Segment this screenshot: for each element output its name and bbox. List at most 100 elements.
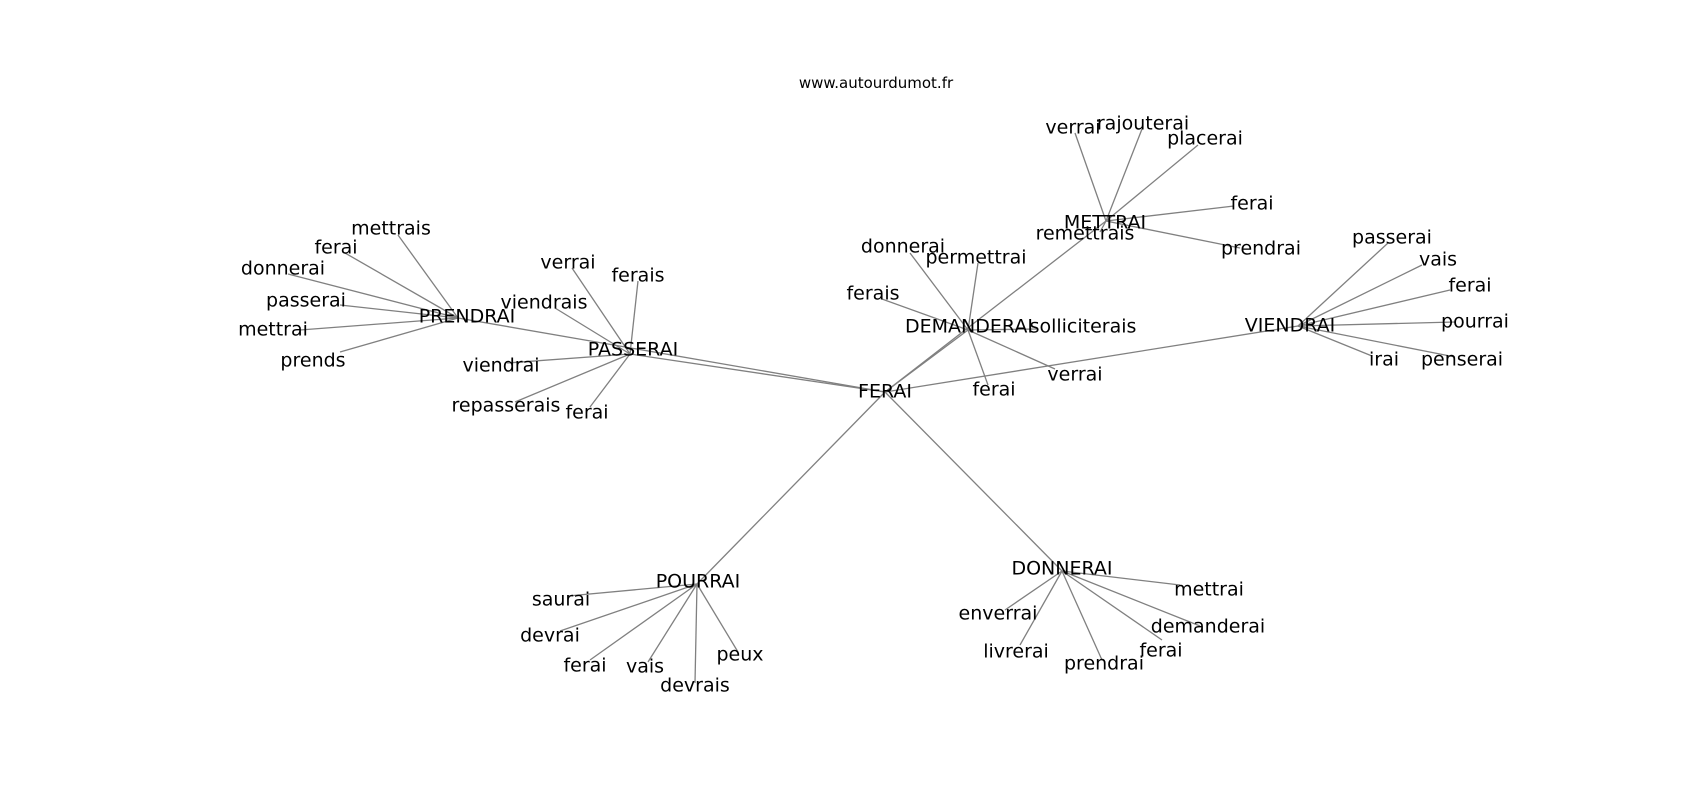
node-leaf-passerai-verrai[interactable]: verrai [540, 252, 595, 274]
edge-donnerai-mettrai [1061, 570, 1181, 586]
edge-donnerai-ferai [1061, 570, 1163, 641]
edge-viendrai-penserai [1297, 325, 1456, 358]
node-hub-mettrai[interactable]: METTRAI [1064, 212, 1146, 234]
edge-prendrai-mettrai [299, 317, 459, 331]
node-leaf-donnerai-ferai[interactable]: ferai [1139, 640, 1182, 662]
node-leaf-mettrai-placerai[interactable]: placerai [1167, 128, 1243, 150]
node-hub-pourrai[interactable]: POURRAI [656, 571, 741, 593]
node-hub-donnerai[interactable]: DONNERAI [1011, 558, 1112, 580]
node-hub-prendrai[interactable]: PRENDRAI [419, 306, 516, 328]
node-leaf-pourrai-vais[interactable]: vais [626, 656, 664, 678]
node-leaf-pourrai-saurai[interactable]: saurai [532, 589, 590, 611]
node-leaf-donnerai-demanderai[interactable]: demanderai [1151, 616, 1265, 638]
node-leaf-prendrai-passerai[interactable]: passerai [266, 290, 346, 312]
node-leaf-mettrai-prendrai[interactable]: prendrai [1221, 238, 1301, 260]
edge-mettrai-rajouterai [1105, 128, 1143, 222]
node-leaf-donnerai-enverrai[interactable]: enverrai [959, 603, 1038, 625]
node-leaf-viendrai-vais[interactable]: vais [1419, 249, 1457, 271]
edge-donnerai-demanderai [1061, 570, 1201, 627]
node-leaf-demanderai-ferai[interactable]: ferai [972, 379, 1015, 401]
edge-mettrai-placerai [1105, 144, 1199, 222]
graph-edges [287, 128, 1456, 684]
node-leaf-prendrai-donnerai[interactable]: donnerai [241, 258, 325, 280]
edge-ferai-passerai [629, 353, 886, 393]
edge-prendrai-passerai [339, 304, 459, 319]
node-leaf-prendrai-mettrai[interactable]: mettrai [238, 319, 308, 341]
edge-demanderai-ferais [881, 298, 969, 331]
edge-mettrai-remettrais [1099, 220, 1107, 233]
edge-mettrai-ferai [1105, 205, 1235, 222]
node-hub-demanderai[interactable]: DEMANDERAI [905, 316, 1033, 338]
node-leaf-demanderai-ferais[interactable]: ferais [846, 283, 899, 305]
edge-pourrai-ferai [589, 583, 698, 661]
edge-ferai-mettrai [884, 220, 1107, 393]
edge-prendrai-prends [339, 317, 459, 353]
edge-passerai-viendrais [554, 307, 631, 355]
node-leaf-pourrai-devrais[interactable]: devrais [660, 675, 730, 697]
node-hub-viendrai[interactable]: VIENDRAI [1245, 315, 1335, 337]
node-leaf-pourrai-peux[interactable]: peux [716, 644, 763, 666]
edge-ferai-viendrai [884, 325, 1299, 393]
edge-viendrai-ferai [1297, 289, 1451, 327]
edge-ferai-pourrai [696, 391, 886, 585]
edge-donnerai-prendrai [1061, 570, 1103, 661]
edge-demanderai-permettrai [967, 262, 979, 331]
node-leaf-passerai-repasserais[interactable]: repasserais [452, 395, 561, 417]
node-leaf-mettrai-rajouterai[interactable]: rajouterai [1097, 113, 1189, 135]
edge-demanderai-donnerai [909, 252, 969, 331]
node-leaf-mettrai-verrai[interactable]: verrai [1045, 117, 1100, 139]
edge-pourrai-devrai [559, 583, 698, 632]
node-leaf-prendrai-ferai[interactable]: ferai [314, 237, 357, 259]
edge-passerai-repasserais [514, 353, 631, 403]
edge-pourrai-vais [647, 583, 698, 663]
site-title[interactable]: www.autourdumot.fr [799, 74, 954, 92]
node-leaf-demanderai-donnerai[interactable]: donnerai [861, 236, 945, 258]
edge-prendrai-donnerai [287, 273, 459, 319]
edge-ferai-prendrai [457, 317, 886, 393]
node-leaf-viendrai-pourrai[interactable]: pourrai [1441, 311, 1509, 333]
node-leaf-viendrai-ferai[interactable]: ferai [1448, 275, 1491, 297]
edge-passerai-verrai [571, 267, 631, 355]
edge-viendrai-passerai [1297, 242, 1389, 327]
node-leaf-donnerai-prendrai[interactable]: prendrai [1064, 653, 1144, 675]
node-leaf-mettrai-remettrais[interactable]: remettrais [1036, 223, 1135, 245]
node-leaf-demanderai-verrai[interactable]: verrai [1047, 364, 1102, 386]
node-leaf-passerai-ferais[interactable]: ferais [611, 265, 664, 287]
node-leaf-viendrai-irai[interactable]: irai [1369, 349, 1399, 371]
edge-pourrai-saurai [567, 583, 698, 597]
edge-donnerai-enverrai [1004, 570, 1063, 611]
edge-pourrai-peux [696, 583, 739, 653]
edge-ferai-donnerai [884, 391, 1063, 572]
node-leaf-mettrai-ferai[interactable]: ferai [1230, 193, 1273, 215]
edge-mettrai-verrai [1074, 132, 1107, 222]
graph-labels: FERAIPRENDRAImettraisferaidonneraipasser… [238, 113, 1509, 697]
node-leaf-viendrai-passerai[interactable]: passerai [1352, 227, 1432, 249]
edge-viendrai-vais [1297, 264, 1423, 327]
edge-viendrai-irai [1297, 325, 1373, 357]
edge-mettrai-prendrai [1105, 220, 1241, 249]
node-leaf-pourrai-ferai[interactable]: ferai [563, 655, 606, 677]
edge-passerai-ferais [629, 280, 639, 355]
edge-prendrai-mettrais [397, 234, 459, 319]
node-leaf-viendrai-penserai[interactable]: penserai [1421, 349, 1503, 371]
edge-passerai-viendrai [506, 353, 631, 364]
edge-passerai-ferai [589, 353, 631, 408]
node-leaf-donnerai-mettrai[interactable]: mettrai [1174, 579, 1244, 601]
node-hub-passerai[interactable]: PASSERAI [588, 339, 678, 361]
edge-donnerai-livrerai [1019, 570, 1063, 646]
node-leaf-pourrai-devrai[interactable]: devrai [520, 625, 580, 647]
edge-demanderai-verrai [967, 329, 1056, 370]
node-leaf-passerai-viendrais[interactable]: viendrais [501, 292, 588, 314]
node-leaf-prendrai-mettrais[interactable]: mettrais [351, 218, 431, 240]
node-leaf-demanderai-solliciterais[interactable]: solliciterais [1030, 316, 1137, 338]
node-leaf-donnerai-livrerai[interactable]: livrerai [983, 641, 1049, 663]
edge-prendrai-ferai [344, 252, 459, 319]
node-center-ferai[interactable]: FERAI [858, 381, 912, 403]
node-leaf-passerai-ferai[interactable]: ferai [565, 402, 608, 424]
node-leaf-prendrai-prends[interactable]: prends [280, 350, 345, 372]
edge-demanderai-solliciterais [967, 328, 1039, 331]
edge-viendrai-pourrai [1297, 321, 1456, 327]
node-leaf-passerai-viendrai[interactable]: viendrai [462, 355, 539, 377]
node-leaf-demanderai-permettrai[interactable]: permettrai [925, 247, 1026, 269]
